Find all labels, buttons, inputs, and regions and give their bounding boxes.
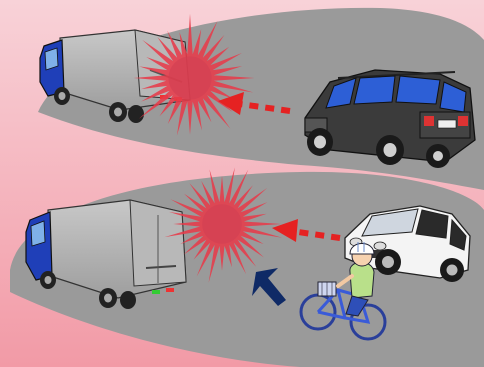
- child-cyclist: [299, 242, 387, 341]
- burst-core: [168, 56, 212, 100]
- impact-burst-bottom: [164, 167, 283, 283]
- navy-arrow: [252, 268, 286, 306]
- red-arrow-bottom: [272, 219, 341, 242]
- white-hatchback: [344, 205, 471, 282]
- black-suv: [304, 69, 476, 168]
- red-arrow-top: [218, 92, 291, 115]
- impact-burst-top: [133, 13, 255, 136]
- burst-core: [202, 204, 242, 244]
- truck-bottom: [25, 199, 187, 309]
